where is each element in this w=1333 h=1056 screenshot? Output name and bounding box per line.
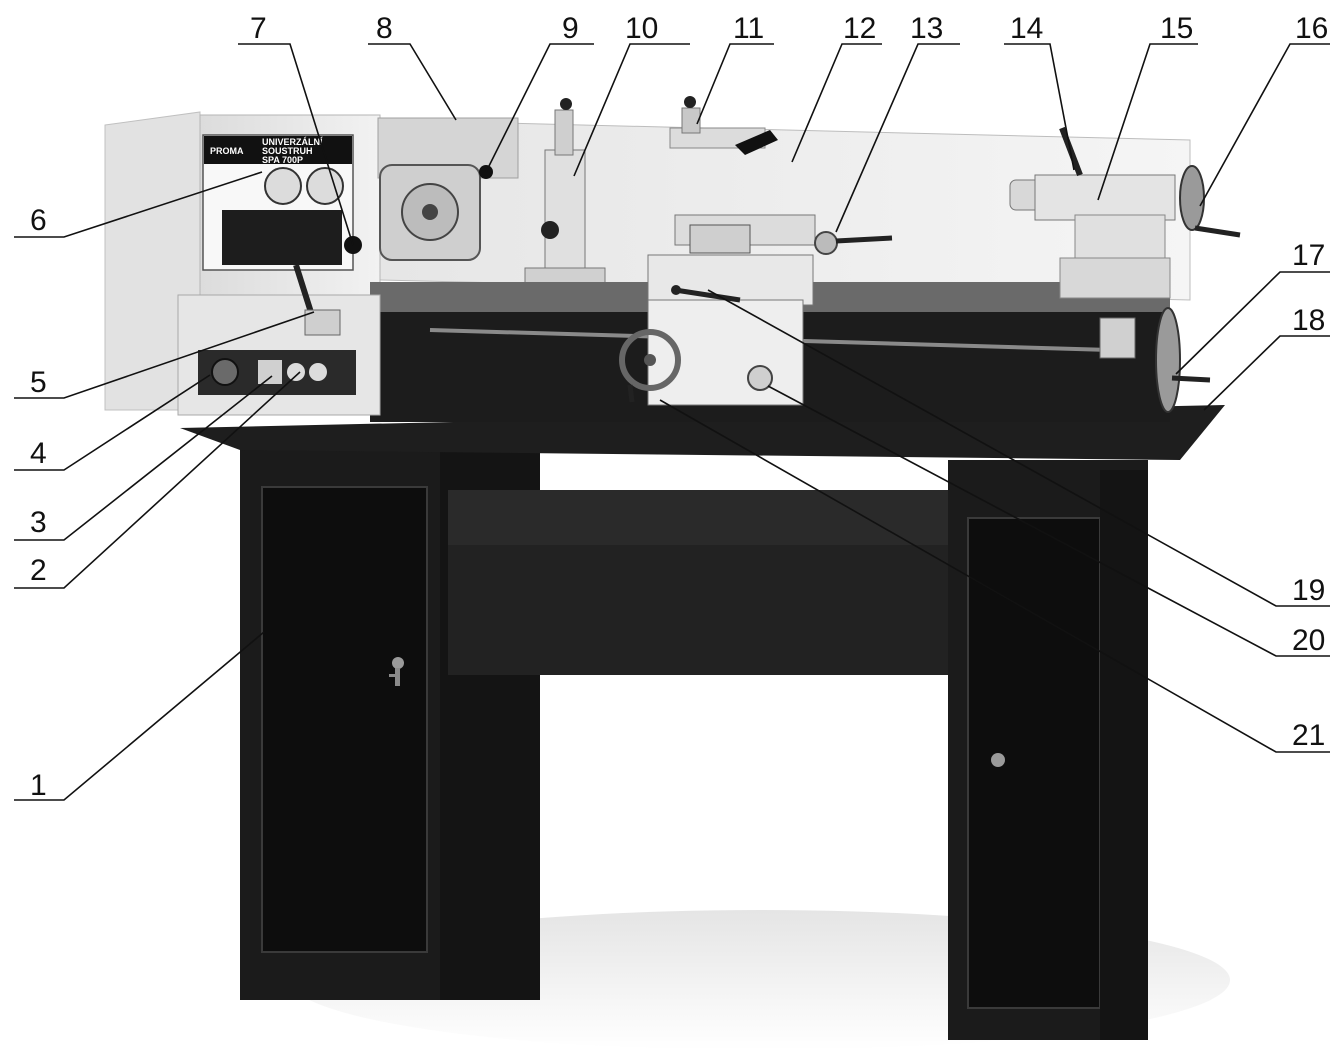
plate-line1: UNIVERZÁLNÍ bbox=[262, 137, 323, 147]
svg-text:12: 12 bbox=[843, 12, 876, 45]
svg-text:20: 20 bbox=[1292, 624, 1325, 657]
plate-brand: PROMA bbox=[210, 146, 244, 156]
svg-text:14: 14 bbox=[1010, 12, 1043, 45]
cross-feed-lever-19[interactable] bbox=[671, 285, 741, 303]
svg-text:1: 1 bbox=[30, 769, 47, 802]
svg-text:19: 19 bbox=[1292, 574, 1325, 607]
callout-2: 2 bbox=[14, 371, 301, 589]
plate-line2: SOUSTRUH bbox=[262, 146, 313, 156]
start-button[interactable] bbox=[287, 363, 305, 381]
callout-14: 14 bbox=[1004, 12, 1075, 171]
svg-text:5: 5 bbox=[30, 366, 47, 399]
callout-7: 7 bbox=[238, 12, 354, 246]
callouts: 1 2 3 4 5 6 7 bbox=[14, 12, 1330, 802]
svg-text:8: 8 bbox=[376, 12, 393, 45]
feed-engage-knob-20[interactable] bbox=[747, 365, 773, 391]
tailstock-body-15 bbox=[1034, 174, 1176, 221]
svg-text:4: 4 bbox=[30, 437, 47, 470]
callout-5: 5 bbox=[14, 311, 315, 399]
callout-8: 8 bbox=[368, 12, 457, 121]
callout-4: 4 bbox=[14, 374, 211, 471]
stop-button[interactable] bbox=[309, 363, 327, 381]
callout-19: 19 bbox=[707, 289, 1330, 607]
carriage-handwheel-21[interactable] bbox=[619, 329, 681, 403]
tailstock-handwheel-16[interactable] bbox=[1179, 165, 1241, 238]
tool-post bbox=[689, 224, 751, 254]
thread-table bbox=[222, 210, 342, 265]
svg-text:9: 9 bbox=[562, 12, 579, 45]
svg-text:2: 2 bbox=[30, 554, 47, 587]
callout-3: 3 bbox=[14, 375, 273, 541]
callout-16: 16 bbox=[1199, 12, 1330, 207]
svg-text:3: 3 bbox=[30, 506, 47, 539]
plate-model: SPA 700P bbox=[262, 155, 303, 165]
stand bbox=[180, 405, 1225, 1040]
follow-rest bbox=[669, 96, 778, 155]
callout-21: 21 bbox=[659, 399, 1330, 753]
apron bbox=[647, 299, 804, 406]
compound-handwheel-13[interactable] bbox=[814, 231, 893, 255]
callout-20: 20 bbox=[767, 385, 1330, 657]
plate-header bbox=[204, 136, 352, 164]
leadscrew-handwheel-17[interactable] bbox=[1099, 307, 1211, 413]
callout-15: 15 bbox=[1097, 12, 1198, 201]
key-icon bbox=[389, 657, 404, 686]
right-cabinet-door bbox=[967, 517, 1101, 1009]
callout-1: 1 bbox=[14, 631, 265, 802]
svg-text:10: 10 bbox=[625, 12, 658, 45]
svg-text:15: 15 bbox=[1160, 12, 1193, 45]
callout-9: 9 bbox=[485, 12, 594, 173]
svg-text:21: 21 bbox=[1292, 719, 1325, 752]
speed-dial-right[interactable] bbox=[306, 167, 344, 205]
callout-6: 6 bbox=[14, 171, 263, 238]
callout-17: 17 bbox=[1175, 239, 1330, 375]
svg-text:16: 16 bbox=[1295, 12, 1328, 45]
right-door-lock-icon bbox=[991, 753, 1005, 767]
speed-dial-left[interactable] bbox=[264, 167, 302, 205]
callout-13: 13 bbox=[835, 12, 960, 233]
svg-text:13: 13 bbox=[910, 12, 943, 45]
svg-text:11: 11 bbox=[733, 12, 764, 45]
svg-text:7: 7 bbox=[250, 12, 267, 45]
callout-11: 11 bbox=[696, 12, 774, 125]
svg-text:17: 17 bbox=[1292, 239, 1325, 272]
emergency-stop-button[interactable] bbox=[211, 358, 239, 386]
svg-text:6: 6 bbox=[30, 204, 47, 237]
cross-beam bbox=[448, 543, 948, 675]
svg-text:18: 18 bbox=[1292, 304, 1325, 337]
callout-10: 10 bbox=[573, 12, 690, 177]
left-cabinet-door bbox=[261, 486, 428, 953]
callout-18: 18 bbox=[1203, 304, 1330, 411]
direction-switch[interactable] bbox=[258, 360, 282, 384]
callout-12: 12 bbox=[791, 12, 882, 163]
